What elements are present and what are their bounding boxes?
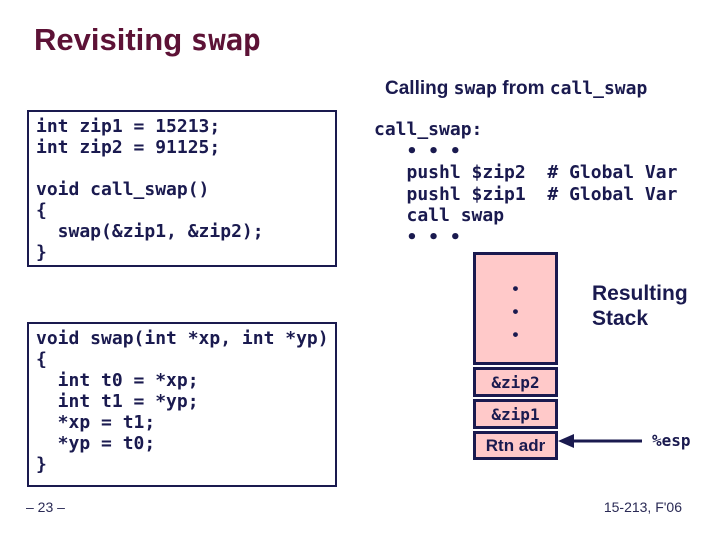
code-call-swap: int zip1 = 15213; int zip2 = 91125; void…	[36, 116, 264, 263]
subtitle-mono1: swap	[453, 78, 497, 99]
stack-ellipsis: • • •	[512, 279, 519, 344]
subtitle-part2: from	[496, 78, 550, 99]
stack-cell-zip1: &zip1	[473, 399, 558, 429]
subtitle-part1: Calling	[385, 78, 454, 99]
stack-cell-zip2: &zip2	[473, 367, 558, 397]
code-box-call-swap: int zip1 = 15213; int zip2 = 91125; void…	[27, 110, 337, 267]
page-title-sans: Revisiting	[34, 22, 191, 57]
subtitle-mono2: call_swap	[549, 78, 648, 99]
esp-register-label: %esp	[652, 431, 691, 450]
stack-cell-rtn-adr: Rtn adr	[473, 431, 558, 460]
assembly-listing: call_swap: • • • pushl $zip2 # Global Va…	[374, 119, 678, 248]
code-swap: void swap(int *xp, int *yp) { int t0 = *…	[36, 328, 329, 475]
page-title-mono: swap	[190, 23, 261, 57]
page-number: – 23 –	[26, 499, 65, 515]
esp-arrow-icon	[558, 434, 642, 448]
subtitle: Calling swap from call_swap	[385, 78, 647, 100]
code-box-swap: void swap(int *xp, int *yp) { int t0 = *…	[27, 322, 337, 487]
course-footer: 15-213, F'06	[603, 499, 682, 515]
resulting-stack-label: Resulting Stack	[592, 282, 688, 330]
page-title: Revisiting swap	[34, 22, 261, 58]
stack-frame-box: • • •	[473, 252, 558, 365]
